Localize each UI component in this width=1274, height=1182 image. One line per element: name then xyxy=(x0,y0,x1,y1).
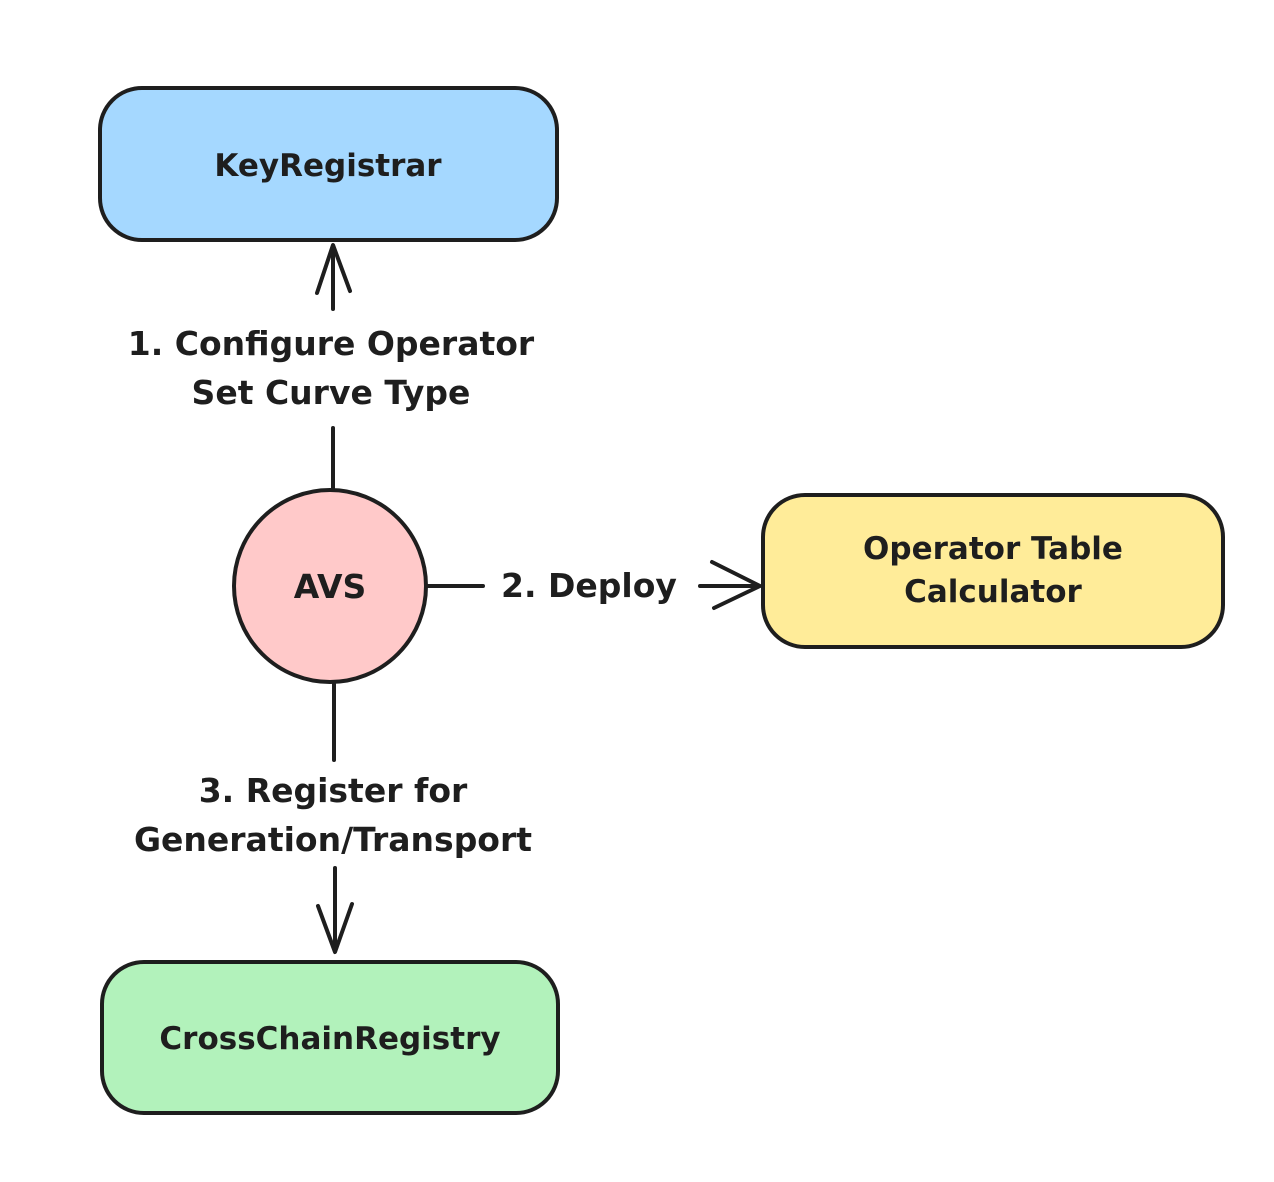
cross-chain-registry-box xyxy=(100,960,560,1115)
edge-avs-to-keyregistrar: 1. Configure Operator Set Curve Type xyxy=(128,243,535,494)
arrowhead-down-icon xyxy=(316,902,354,954)
arrowhead-up-icon xyxy=(315,243,352,295)
key-registrar-label: KeyRegistrar xyxy=(214,148,442,184)
edge-1-label-line1: 1. Configure Operator xyxy=(128,324,535,363)
edge-avs-to-crosschainregistry: 3. Register for Generation/Transport xyxy=(134,682,532,954)
node-key-registrar: KeyRegistrar xyxy=(98,86,559,242)
arrowhead-right-icon xyxy=(710,560,762,610)
avs-label: AVS xyxy=(294,567,367,606)
edge-3-label-line2: Generation/Transport xyxy=(134,820,532,859)
edge-avs-to-operator-table-calculator: 2. Deploy xyxy=(418,560,762,610)
avs-circle xyxy=(232,488,428,684)
node-cross-chain-registry: CrossChainRegistry xyxy=(100,960,560,1115)
edge-3-label-line1: 3. Register for xyxy=(199,771,468,810)
edge-1-label-line2: Set Curve Type xyxy=(192,373,471,412)
edge-2-label: 2. Deploy xyxy=(501,566,677,605)
node-avs: AVS xyxy=(232,488,428,684)
operator-table-calculator-box xyxy=(761,493,1225,649)
node-operator-table-calculator: Operator Table Calculator xyxy=(761,493,1225,649)
operator-table-calculator-label-line2: Calculator xyxy=(904,574,1082,610)
cross-chain-registry-label: CrossChainRegistry xyxy=(159,1021,500,1057)
operator-table-calculator-label-line1: Operator Table xyxy=(863,531,1123,567)
key-registrar-box xyxy=(98,86,559,242)
